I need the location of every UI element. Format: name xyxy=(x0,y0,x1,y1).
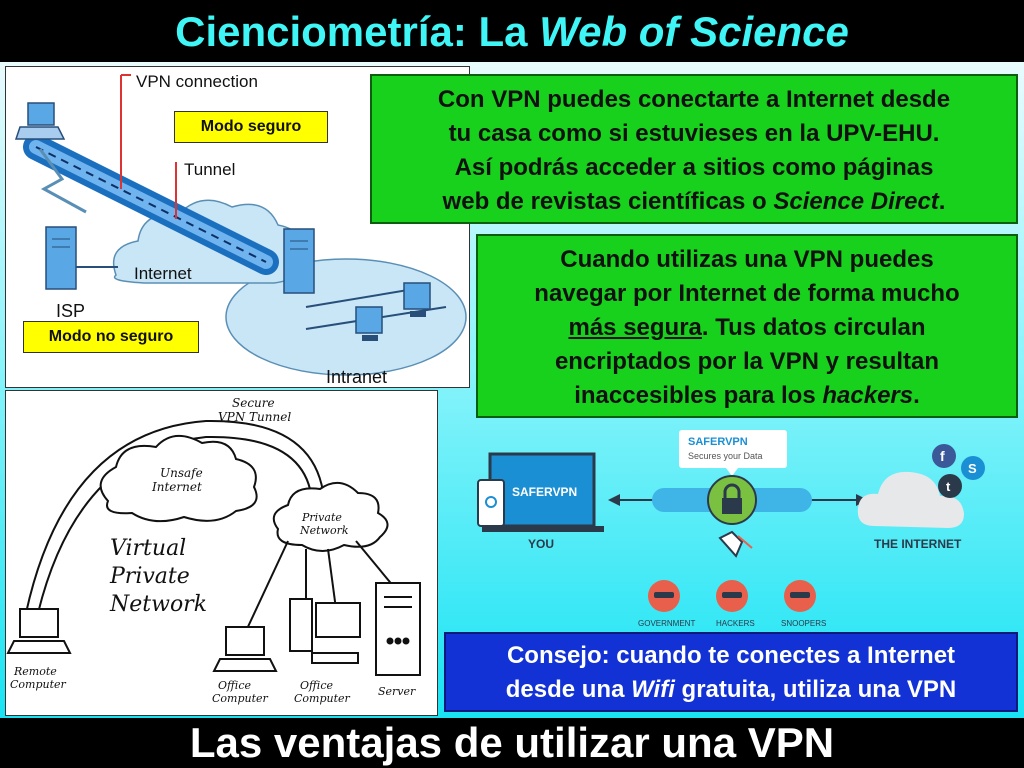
link-office-2b xyxy=(327,548,337,610)
blocked-hand-icon xyxy=(718,530,753,558)
consejo-line-2: desde una Wifi gratuita, utiliza una VPN xyxy=(505,676,957,703)
government-spy-icon xyxy=(648,580,680,612)
you-label: YOU xyxy=(528,537,554,551)
link-server xyxy=(355,540,395,588)
hackers-label: HACKERS xyxy=(716,619,755,628)
secure-tunnel-arc xyxy=(25,419,325,614)
title-prefix: Cienciometría: La xyxy=(175,8,540,55)
vpn-connection-svg: VPN connection Tunnel Internet ISP Intra… xyxy=(14,72,467,387)
vpn-intro-box: Con VPN puedes conectarte a Internet des… xyxy=(370,74,1018,224)
server-label: Server xyxy=(378,685,416,698)
brand-tooltip: SAFERVPN Secures your Data xyxy=(679,430,787,476)
snoopers-label: SNOOPERS xyxy=(781,619,826,628)
wireless-link-icon xyxy=(38,148,87,214)
office1-label-2: Computer xyxy=(212,692,269,705)
server-icon xyxy=(375,582,421,676)
office2-label-2: Computer xyxy=(294,692,351,705)
user-laptop-icon xyxy=(477,452,604,532)
private-label-1: Private xyxy=(301,511,342,524)
unsafe-label-2: Internet xyxy=(151,480,202,494)
modo-no-seguro-badge: Modo no seguro xyxy=(23,321,199,353)
vpn-security-box: Cuando utilizas una VPN puedes navegar p… xyxy=(476,234,1018,418)
isp-label: ISP xyxy=(56,301,85,321)
remote-label-1: Remote xyxy=(13,665,57,678)
government-label: GOVERNMENT xyxy=(638,619,695,628)
tunnel-label: Tunnel xyxy=(184,160,235,179)
remote-label-2: Computer xyxy=(10,678,67,691)
private-label-2: Network xyxy=(299,524,349,537)
vpn-tunnel-dash xyxy=(35,146,267,263)
vpn-sketch-svg: Secure VPN Tunnel Unsafe Internet Privat… xyxy=(6,396,421,705)
security-line-2: navegar por Internet de forma mucho xyxy=(534,280,960,307)
office-laptop-icon xyxy=(212,626,278,672)
isp-server-icon xyxy=(45,226,77,290)
vpn-title-3: Network xyxy=(109,592,207,617)
lock-icon xyxy=(707,475,757,525)
vpn-title-1: Virtual xyxy=(110,536,186,561)
slide-title: Cienciometría: La Web of Science xyxy=(0,2,1024,62)
virtual-private-network-diagram: Secure VPN Tunnel Unsafe Internet Privat… xyxy=(5,390,438,716)
intranet-label: Intranet xyxy=(326,367,387,387)
consejo-box: Consejo: cuando te conectes a Internet d… xyxy=(444,632,1018,712)
office1-label-1: Office xyxy=(218,679,251,692)
vpn-gateway-server-icon xyxy=(283,228,315,294)
svg-text:t: t xyxy=(946,479,951,494)
security-line-5: inaccesibles para los hackers. xyxy=(574,382,920,409)
intro-line-3: Así podrás acceder a sitios como páginas xyxy=(454,154,934,181)
svg-text:S: S xyxy=(968,461,977,476)
intro-line-1: Con VPN puedes conectarte a Internet des… xyxy=(437,86,951,113)
intro-line-4: web de revistas científicas o Science Di… xyxy=(442,188,946,215)
intranet-computer-icon-2 xyxy=(403,282,431,317)
laptop-icon xyxy=(14,102,66,140)
unsafe-internet-cloud xyxy=(99,435,258,523)
office-desktop-icon xyxy=(289,598,361,664)
private-network-cloud xyxy=(272,482,389,552)
internet-cloud-icon xyxy=(857,471,964,528)
modo-seguro-badge: Modo seguro xyxy=(174,111,328,143)
twitter-icon: t xyxy=(938,474,962,498)
screen-brand: SAFERVPN xyxy=(512,485,577,499)
security-line-3: más segura. Tus datos circulan xyxy=(568,314,926,341)
facebook-icon: f xyxy=(932,444,956,468)
arrow-left-icon xyxy=(608,494,620,506)
security-line-1: Cuando utilizas una VPN puedes xyxy=(560,246,934,273)
intro-line-2: tu casa como si estuvieses en la UPV-EHU… xyxy=(448,120,940,147)
intranet-computer-icon xyxy=(355,306,383,341)
internet-label: Internet xyxy=(134,264,192,283)
security-line-4: encriptados por la VPN y resultan xyxy=(554,348,940,375)
consejo-line-1: Consejo: cuando te conectes a Internet xyxy=(506,642,956,669)
title-italic: Web of Science xyxy=(539,8,849,55)
secure-label-1: Secure xyxy=(232,396,275,410)
office2-label-1: Office xyxy=(300,679,333,692)
secure-label-2: VPN Tunnel xyxy=(218,410,291,424)
remote-computer-icon xyxy=(6,608,72,654)
brand-name: SAFERVPN xyxy=(688,436,748,448)
skype-icon: S xyxy=(961,456,985,480)
link-office-1 xyxy=(245,540,289,632)
the-internet-label: THE INTERNET xyxy=(874,537,962,551)
brand-tagline: Secures your Data xyxy=(688,451,763,461)
vpn-title-2: Private xyxy=(109,564,190,589)
slide-subtitle: Las ventajas de utilizar una VPN xyxy=(189,719,835,766)
vpn-connection-label: VPN connection xyxy=(136,72,258,91)
hacker-spy-icon xyxy=(716,580,748,612)
safervpn-svg: SAFERVPN Secures your Data SAFERVPN YOU xyxy=(477,430,985,628)
unsafe-label-1: Unsafe xyxy=(160,466,203,480)
snooper-spy-icon xyxy=(784,580,816,612)
safervpn-infographic: SAFERVPN Secures your Data SAFERVPN YOU xyxy=(476,424,1018,630)
svg-text:f: f xyxy=(940,448,945,464)
